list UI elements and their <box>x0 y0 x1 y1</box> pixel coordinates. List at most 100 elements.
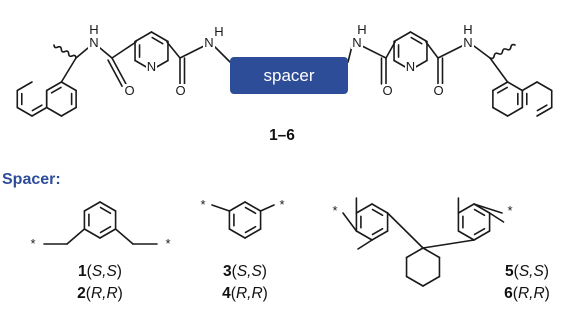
ring-bond <box>45 106 63 117</box>
methyl-bond <box>488 212 505 223</box>
bond <box>259 204 275 212</box>
ring-bond <box>134 31 153 43</box>
bond <box>111 41 137 59</box>
wavy-bond <box>53 44 77 59</box>
amide-n-label: N <box>352 35 361 50</box>
ring-bond <box>473 230 491 241</box>
ring-bond <box>422 275 441 287</box>
pyridine-n-label: N <box>406 59 415 74</box>
ring-double-bond <box>99 206 112 215</box>
ring-bond <box>228 201 246 212</box>
star-label: * <box>165 236 170 251</box>
amide-h-label: H <box>89 22 98 37</box>
ring-bond <box>405 247 424 259</box>
spacer-label: spacer <box>263 66 314 85</box>
ring-bond <box>16 81 33 92</box>
spacer-structures-bonds <box>43 197 505 287</box>
ring-bond <box>506 106 524 117</box>
amide-h-label: H <box>357 22 366 37</box>
ring-bond <box>45 81 63 92</box>
star-label: * <box>332 203 337 218</box>
ring-double-bond <box>99 225 112 234</box>
bond <box>342 212 358 232</box>
ring-double-bond <box>496 86 508 94</box>
ring-double-bond <box>31 104 43 112</box>
double-bond <box>107 59 123 87</box>
methyl-bond <box>357 239 373 250</box>
bond <box>386 212 424 249</box>
ring-double-bond <box>371 208 384 217</box>
ring-bond <box>506 81 524 92</box>
ring-bond <box>60 106 77 117</box>
bond <box>361 45 387 59</box>
compound-label: 1(S,S) <box>78 263 122 280</box>
ring-double-bond <box>536 104 548 112</box>
ring-bond <box>99 228 117 239</box>
ring-double-bond <box>410 36 423 45</box>
ring-bond <box>99 201 117 212</box>
bond <box>211 204 231 212</box>
ring-bond <box>536 106 553 117</box>
pyridine-n-label: N <box>147 59 156 74</box>
ring-double-bond <box>473 208 486 217</box>
attachment-points: * * * * * * <box>30 197 512 251</box>
spacer-section-label: Spacer: <box>2 171 61 188</box>
ring-bond <box>244 228 262 239</box>
star-label: * <box>279 197 284 212</box>
main-compound-label: 1–6 <box>269 127 295 144</box>
ring-bond <box>521 81 538 92</box>
amide-h-label: H <box>463 22 472 37</box>
ring-bond <box>16 106 33 117</box>
compound-label: 4(R,R) <box>222 285 268 302</box>
spacer-rect <box>230 57 348 94</box>
ring-bond <box>492 106 509 117</box>
ring-bond <box>83 228 101 239</box>
bond <box>60 57 77 83</box>
ring-bond <box>31 106 48 117</box>
ring-double-bond <box>244 206 257 215</box>
double-bond <box>111 57 127 85</box>
bond <box>425 41 439 59</box>
compound-label: 3(S,S) <box>223 263 267 280</box>
ring-bond <box>405 275 424 287</box>
bond <box>99 47 113 59</box>
ring-bond <box>371 203 389 214</box>
ring-bond <box>409 31 428 43</box>
bond <box>437 45 463 59</box>
ring-bond <box>422 247 441 259</box>
bond <box>473 45 491 59</box>
ring-bond <box>536 81 553 92</box>
compound-label: 5(S,S) <box>505 263 549 280</box>
ring-bond <box>457 230 475 241</box>
star-label: * <box>507 203 512 218</box>
ring-bond <box>83 201 101 212</box>
carbonyl-o-label: O <box>382 83 392 98</box>
bond <box>166 41 181 59</box>
spacer-box: spacer <box>230 57 348 94</box>
amide-n-label: N <box>89 35 98 50</box>
ring-double-bond <box>50 86 62 94</box>
ring-bond <box>355 230 373 241</box>
bond <box>66 228 86 245</box>
ring-bond <box>371 230 389 241</box>
ring-bond <box>393 31 412 43</box>
bond <box>213 45 231 63</box>
carbonyl-o-label: O <box>433 83 443 98</box>
ring-double-bond <box>244 225 257 234</box>
compound-label: 6(R,R) <box>504 285 550 302</box>
amide-h-label: H <box>214 24 223 39</box>
ring-bond <box>150 31 169 43</box>
star-label: * <box>30 236 35 251</box>
bond <box>473 203 503 214</box>
amide-n-label: N <box>204 35 213 50</box>
ring-bond <box>355 203 373 214</box>
ring-bond <box>492 81 509 92</box>
ring-double-bond <box>151 36 164 45</box>
carbonyl-o-label: O <box>175 83 185 98</box>
compound-label: 2(R,R) <box>77 285 123 302</box>
ring-bond <box>244 201 262 212</box>
compound-labels: 1(S,S) 2(R,R) 3(S,S) 4(R,R) 5(S,S) 6(R,R… <box>77 263 550 302</box>
bond <box>489 57 509 83</box>
bond <box>422 239 475 249</box>
